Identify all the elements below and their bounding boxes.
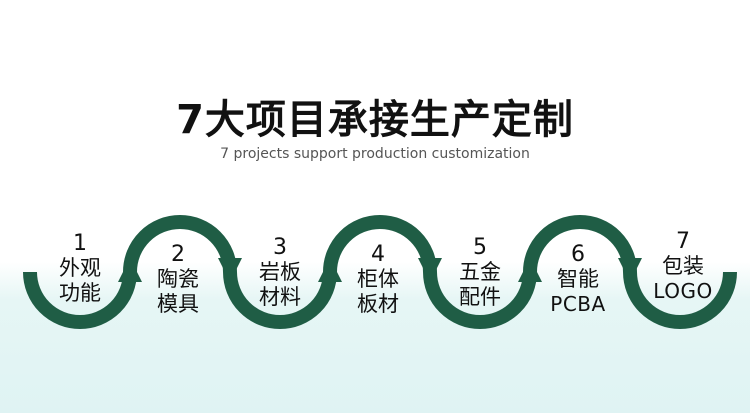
step-2: 2 陶瓷 模具 — [133, 243, 223, 317]
step-label-line2: 配件 — [459, 285, 501, 309]
page-subtitle: 7 projects support production customizat… — [220, 146, 530, 162]
wave-arc-4 — [323, 215, 437, 273]
wave-arc-2 — [123, 215, 237, 273]
step-1: 1 外观 功能 — [35, 232, 125, 306]
step-label-line1: 智能 — [557, 267, 599, 291]
wave-arc-7 — [623, 271, 737, 329]
step-number: 3 — [273, 235, 287, 260]
step-number: 4 — [371, 242, 385, 267]
step-number: 5 — [473, 235, 487, 260]
step-number: 7 — [676, 229, 690, 254]
step-7: 7 包装 LOGO — [638, 230, 728, 304]
step-label-line1: 包装 — [662, 254, 704, 278]
step-number: 1 — [73, 231, 87, 256]
step-number: 2 — [171, 242, 185, 267]
step-5: 5 五金 配件 — [435, 236, 525, 310]
step-label-line2: 板材 — [357, 292, 399, 316]
step-label-line1: 陶瓷 — [157, 267, 199, 291]
step-label-line2: 材料 — [259, 285, 301, 309]
step-label-line1: 外观 — [59, 256, 101, 280]
step-3: 3 岩板 材料 — [235, 236, 325, 310]
step-4: 4 柜体 板材 — [333, 243, 423, 317]
arrow-head-icon — [418, 258, 442, 282]
wave-arc-6 — [523, 215, 637, 273]
step-label-line2: LOGO — [653, 279, 713, 303]
page-title: 7大项目承接生产定制 — [176, 97, 574, 143]
step-label-line2: 模具 — [157, 292, 199, 316]
step-6: 6 智能 PCBA — [533, 243, 623, 317]
step-label-line1: 柜体 — [357, 267, 399, 291]
arrow-head-icon — [618, 258, 642, 282]
arrow-head-icon — [218, 258, 242, 282]
step-label-line2: PCBA — [550, 292, 606, 316]
wave-arc-1 — [23, 271, 137, 329]
arrow-head-icon — [518, 258, 542, 282]
step-number: 6 — [571, 242, 585, 267]
step-label-line1: 岩板 — [259, 260, 301, 284]
wave-arc-5 — [423, 271, 537, 329]
step-label-line2: 功能 — [59, 281, 101, 305]
arrow-head-icon — [118, 258, 142, 282]
arrow-head-icon — [318, 258, 342, 282]
step-label-line1: 五金 — [459, 260, 501, 284]
wave-arc-3 — [223, 271, 337, 329]
